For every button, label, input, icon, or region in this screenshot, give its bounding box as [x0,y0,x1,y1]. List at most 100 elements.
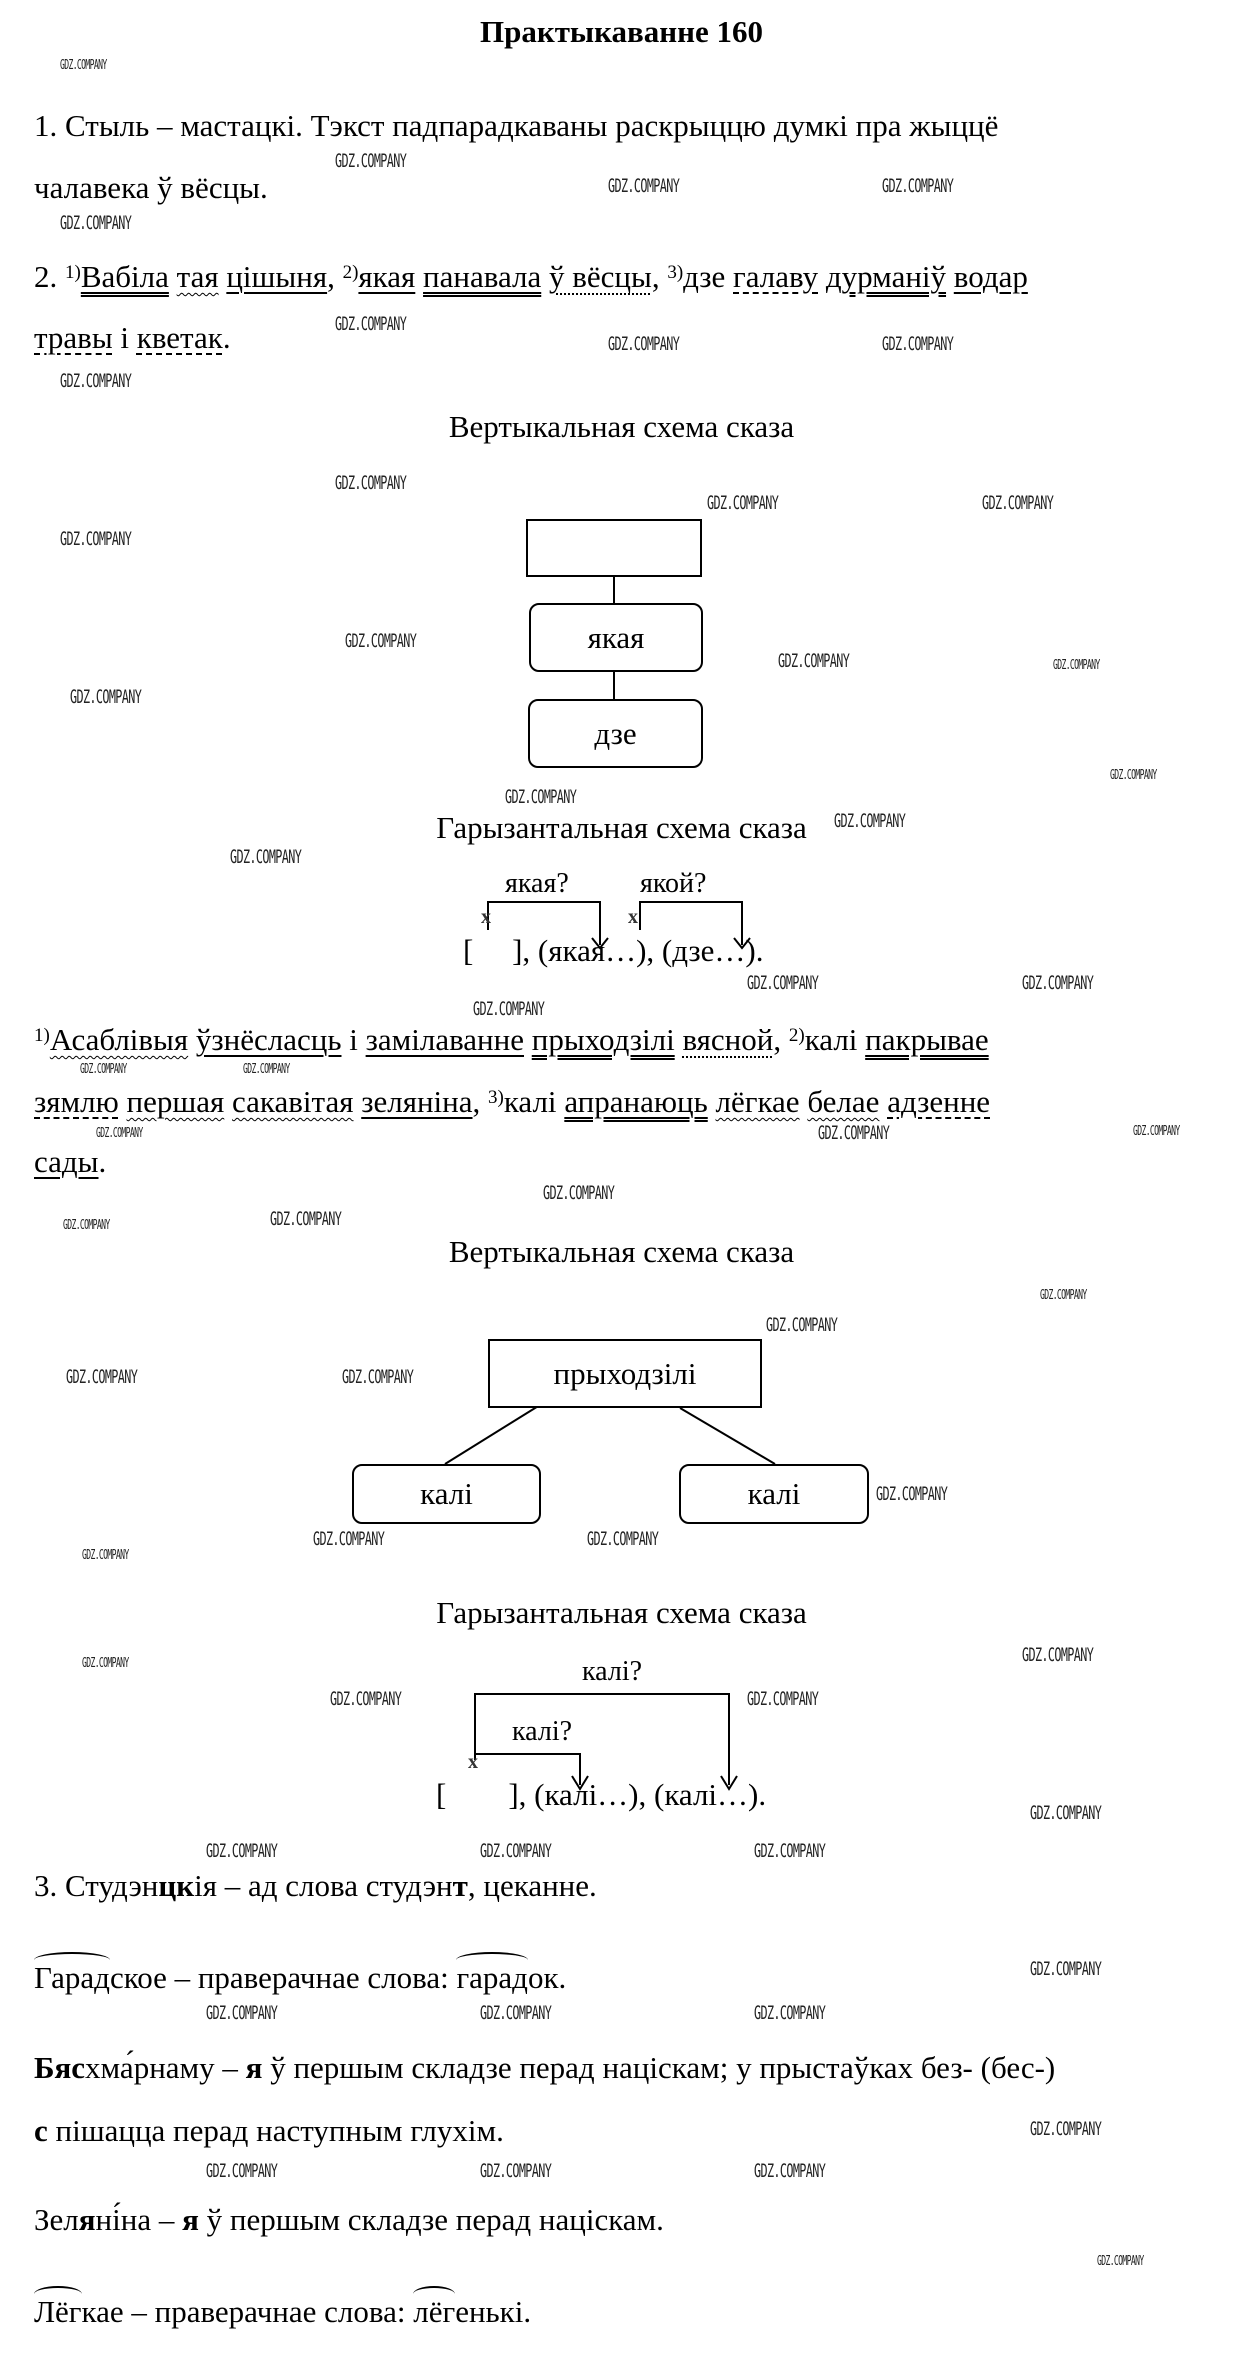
watermark: GDZ.COMPANY [70,686,142,708]
watermark: GDZ.COMPANY [335,313,407,335]
task3-line2: Гарадское – праверачнае слова: гарадок. [34,1952,566,1996]
question-yakoi: якой? [640,868,707,899]
watermark: GDZ.COMPANY [82,1656,129,1671]
horizontal-scheme-title-1: Гарызантальная схема сказа [436,810,807,845]
watermark: GDZ.COMPANY [587,1528,659,1550]
text-segment: , [472,1084,489,1119]
watermark: GDZ.COMPANY [342,1366,414,1388]
vertical-box-kali-left: калі [352,1464,541,1524]
watermark: GDZ.COMPANY [754,1840,826,1862]
vertical-scheme-title-1: Вертыкальная схема сказа [448,409,795,444]
watermark: GDZ.COMPANY [206,1840,278,1862]
watermark: GDZ.COMPANY [335,150,407,172]
text-segment: дзе [683,259,734,294]
text-segment: пішацца перад наступным глухім. [47,2113,504,2148]
watermark: GDZ.COMPANY [480,2160,552,2182]
watermark: GDZ.COMPANY [1040,1288,1087,1303]
watermark: GDZ.COMPANY [1030,1802,1102,1824]
underlined-word: зеляніна [361,1084,473,1119]
vertical-box-dze: дзе [528,699,703,768]
question-kali-outer: калі? [582,1656,643,1687]
underlined-word: замілаванне [365,1022,524,1057]
task3-line3: Бясхма́рнаму – я ў першым складзе перад … [34,2050,1055,2086]
watermark: GDZ.COMPANY [60,370,132,392]
text-segment: лёг [413,2286,456,2329]
watermark: GDZ.COMPANY [754,2160,826,2182]
watermark: GDZ.COMPANY [876,1483,948,1505]
underlined-word: зямлю [34,1084,119,1119]
page-title: Практыкаванне 160 [479,14,763,49]
watermark: GDZ.COMPANY [473,998,545,1020]
watermark: GDZ.COMPANY [882,333,954,355]
text-segment: хма́рнаму – [85,2050,246,2085]
underlined-word: вясной [682,1022,774,1057]
underlined-word: цішыня [226,259,328,294]
watermark: GDZ.COMPANY [1030,2118,1102,2140]
watermark: GDZ.COMPANY [270,1208,342,1230]
underlined-word: ў вёсцы [548,259,652,294]
text-segment: ія – ад слова студэн [194,1868,453,1903]
watermark: GDZ.COMPANY [882,175,954,197]
text-segment: , цеканне. [467,1868,597,1903]
text-segment: гарад [456,1952,528,1995]
x-mark: x [628,906,638,928]
underlined-word: панавала [423,259,542,294]
underlined-word: прыходзілі [531,1022,675,1057]
text-segment: Лёг [34,2286,82,2329]
text-segment: і [341,1022,366,1057]
text-segment: Зел [34,2202,79,2237]
horizontal-formula-1: [ ], (якая…), (дзе…). [463,933,764,968]
watermark: GDZ.COMPANY [608,333,680,355]
underlined-word: дурманіў [825,259,947,294]
task2-sentence1-line2: травы і кветак. [34,320,231,356]
watermark: GDZ.COMPANY [754,2002,826,2024]
watermark: GDZ.COMPANY [230,846,302,868]
underlined-word: адзенне [887,1084,991,1119]
underlined-word: водар [953,259,1028,294]
underlined-word: апранаюць [564,1084,708,1119]
question-yakaya: якая? [505,868,569,899]
watermark: GDZ.COMPANY [60,528,132,550]
underlined-word: Асаблівыя [49,1022,189,1057]
text-segment: Бяс [34,2050,86,2085]
text-segment: я [78,2202,96,2237]
watermark: GDZ.COMPANY [96,1126,143,1141]
underlined-word: белае [807,1084,880,1119]
text-segment: ў першым складзе перад націскам. [198,2202,664,2237]
task3-line1: 3. Студэнцкія – ад слова студэнт, цеканн… [34,1868,597,1904]
vertical-box-main-clause [526,519,702,577]
watermark: GDZ.COMPANY [1022,972,1094,994]
underlined-word: травы [34,320,113,355]
watermark: GDZ.COMPANY [82,1548,129,1563]
x-mark: x [481,906,491,928]
vertical-box-yakaya: якая [529,603,703,672]
text-segment: я [182,2202,199,2237]
clause-number: 3) [488,1087,504,1108]
text-segment: без- (бес-) [920,2050,1056,2085]
text-segment: Гарад [34,1952,110,1995]
task3-line4: с пішацца перад наступным глухім. [34,2113,504,2149]
text-segment: т [452,1868,468,1903]
text-segment: я [245,2050,263,2085]
watermark: GDZ.COMPANY [63,1218,110,1233]
text-segment: і [112,320,137,355]
text-segment [524,1022,532,1057]
watermark: GDZ.COMPANY [1110,768,1157,783]
underlined-word: першая [126,1084,225,1119]
vertical-box-kali-right: калі [679,1464,869,1524]
text-segment: калі [503,1084,565,1119]
watermark: GDZ.COMPANY [982,492,1054,514]
text-segment: ў першым складзе перад націскам; у прыст… [262,2050,921,2085]
text-segment: 3. Студэн [34,1868,159,1903]
watermark: GDZ.COMPANY [80,1062,127,1077]
text-segment: . [222,320,231,355]
clause-number: 1) [34,1025,50,1046]
underlined-word: ўзнёсласць [195,1022,342,1057]
text-segment: 2. [34,259,65,294]
watermark: GDZ.COMPANY [345,630,417,652]
watermark: GDZ.COMPANY [834,810,906,832]
task1-line2: чалавека ў вёсцы. [34,170,268,205]
watermark: GDZ.COMPANY [243,1062,290,1077]
text-segment: , [327,259,343,294]
